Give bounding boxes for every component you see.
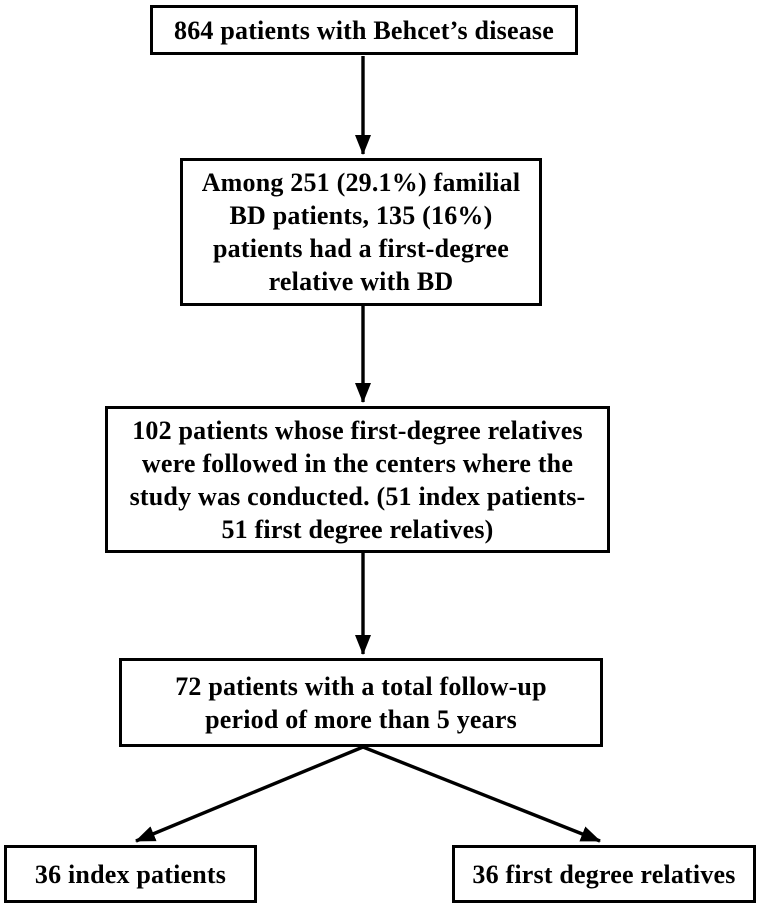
flow-box-familial-bd-patients: Among 251 (29.1%) familial BD patients, …: [180, 158, 542, 306]
flow-box-text: study was conducted. (51 index patients-: [129, 481, 586, 511]
flow-box-text: 51 first degree relatives): [221, 514, 494, 544]
flow-box-index-patients: 36 index patients: [4, 845, 257, 903]
arrow-followup-to-index: [135, 745, 364, 843]
flow-box-text: were followed in the centers where the: [141, 448, 574, 478]
flow-box-text: 864 patients with Behcet’s disease: [174, 15, 554, 45]
flow-box-text: 72 patients with a total follow-up: [175, 671, 547, 701]
flow-box-followup-over-5-years: 72 patients with a total follow-up perio…: [119, 658, 603, 747]
arrow-followup-to-relatives: [362, 745, 601, 843]
flow-box-text: relative with BD: [268, 267, 454, 296]
flow-box-text: 102 patients whose first-degree relative…: [132, 415, 583, 445]
flow-box-text: BD patients, 135 (16%): [229, 201, 493, 230]
flow-box-text: patients had a first-degree: [213, 234, 509, 263]
flow-box-followed-in-centers: 102 patients whose first-degree relative…: [105, 406, 610, 553]
flow-box-text: Among 251 (29.1%) familial: [201, 168, 521, 197]
flow-box-total-patients: 864 patients with Behcet’s disease: [150, 5, 578, 55]
flow-box-text: 36 index patients: [34, 859, 227, 889]
flow-box-first-degree-relatives: 36 first degree relatives: [452, 845, 756, 903]
flow-box-text: period of more than 5 years: [205, 704, 517, 734]
flow-box-text: 36 first degree relatives: [472, 859, 736, 889]
